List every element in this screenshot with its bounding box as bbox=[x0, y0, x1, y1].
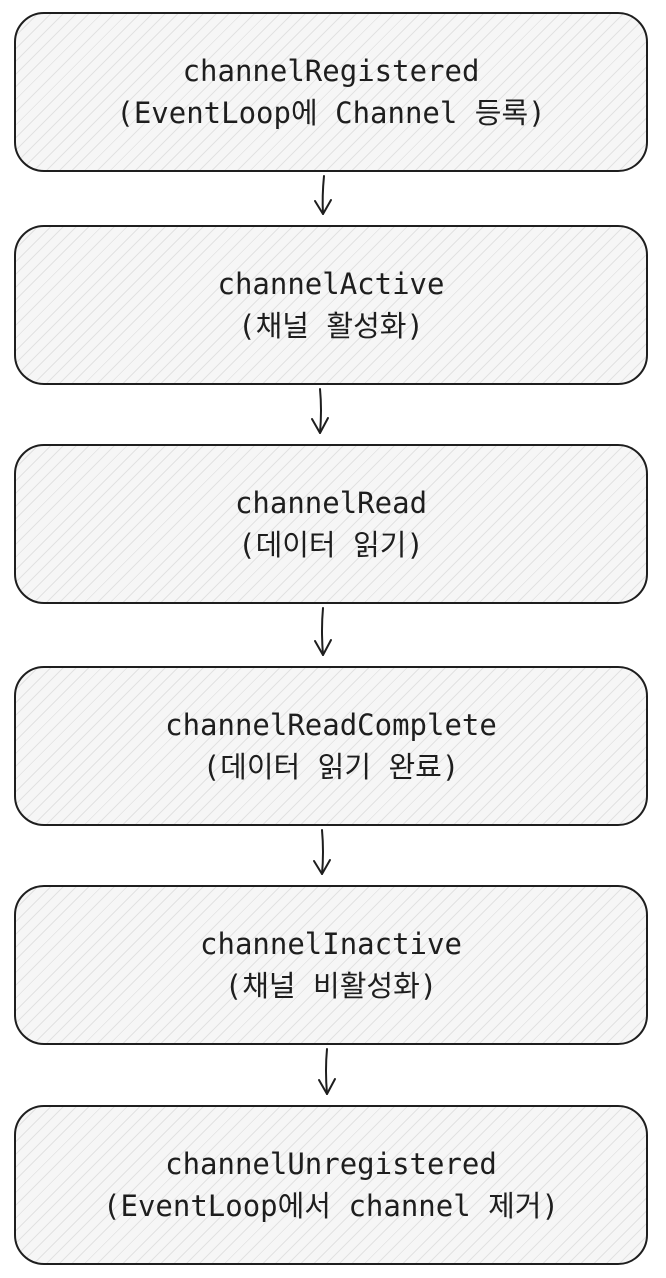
node-channel-read-complete: channelReadComplete (데이터 읽기 완료) bbox=[14, 666, 648, 826]
node-description: (데이터 읽기) bbox=[238, 528, 424, 562]
arrow-3 bbox=[314, 607, 332, 656]
arrow-5 bbox=[318, 1048, 336, 1095]
node-channel-unregistered: channelUnregistered (EventLoop에서 channel… bbox=[14, 1105, 648, 1265]
node-description: (채널 활성화) bbox=[238, 309, 424, 343]
node-title: channelRegistered bbox=[182, 54, 480, 88]
node-channel-active: channelActive (채널 활성화) bbox=[14, 225, 648, 385]
node-channel-registered: channelRegistered (EventLoop에 Channel 등록… bbox=[14, 12, 648, 172]
arrow-4 bbox=[313, 829, 331, 875]
node-title: channelInactive bbox=[200, 927, 462, 961]
arrow-2 bbox=[311, 388, 329, 434]
arrow-1 bbox=[314, 175, 332, 215]
node-description: (데이터 읽기 완료) bbox=[202, 750, 460, 784]
node-description: (채널 비활성화) bbox=[224, 969, 438, 1003]
node-title: channelReadComplete bbox=[165, 708, 497, 742]
node-channel-inactive: channelInactive (채널 비활성화) bbox=[14, 885, 648, 1045]
node-description: (EventLoop에서 channel 제거) bbox=[103, 1189, 559, 1223]
node-channel-read: channelRead (데이터 읽기) bbox=[14, 444, 648, 604]
node-description: (EventLoop에 Channel 등록) bbox=[116, 96, 546, 130]
node-title: channelUnregistered bbox=[165, 1147, 497, 1181]
node-title: channelActive bbox=[217, 267, 445, 301]
node-title: channelRead bbox=[234, 486, 428, 520]
